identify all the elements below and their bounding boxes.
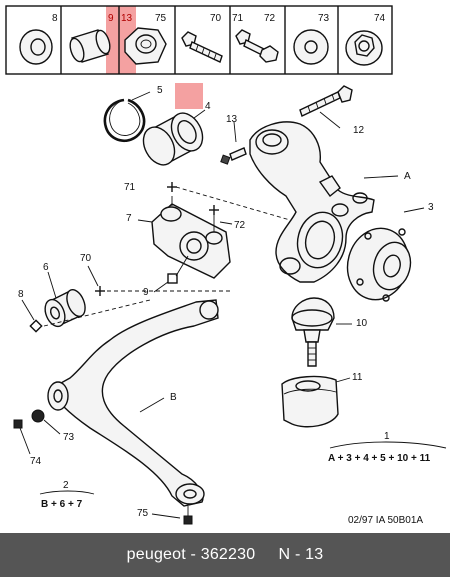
header-label-71: 71 [232,13,244,24]
hub-part-3 [346,207,425,302]
header-label-8: 8 [52,13,58,24]
header-label-72: 72 [264,13,276,24]
flat-washer-icon [293,29,329,65]
callout-2: 2 [63,480,69,491]
callout-71: 71 [124,182,136,193]
flange-bolt-icon [181,31,223,63]
header-label-75: 75 [155,13,167,24]
assembly-bracket-1 [329,441,447,449]
ball-joint-part-10 [291,297,352,367]
assembly-bracket-2 [39,490,95,495]
callout-1: 1 [384,431,390,442]
callout-72: 72 [234,220,246,231]
callout-12: 12 [353,125,365,136]
callout-11: 11 [352,372,363,383]
callout-6: 6 [43,262,49,273]
callout-8: 8 [18,289,24,300]
cross-marker-70 [87,265,105,296]
header-label-13: 13 [121,13,133,24]
bolt-part-12 [299,85,353,129]
assembly-formula-2: B + 6 + 7 [41,499,83,510]
hex-nut-icon [124,27,167,65]
nut-marker-74 [13,419,31,455]
callout-3: 3 [428,202,434,213]
wishbone-part-B [47,299,219,507]
callout-75: 75 [137,508,149,519]
header-table [5,5,393,75]
callout-74: 74 [30,456,42,467]
footer-bar: peugeot - 362230 N - 13 [0,533,450,577]
highlight-part-4 [175,83,203,109]
washer-marker-73 [31,409,61,435]
callout-9: 9 [143,287,149,298]
lock-nut-icon [345,30,383,66]
callout-73: 73 [63,432,75,443]
dashed-guides [43,186,291,327]
assembly-formula-1: A + 3 + 4 + 5 + 10 + 11 [328,453,431,464]
cross-marker-72 [209,205,219,215]
callout-4: 4 [205,101,211,112]
square-marker-9 [153,255,189,293]
footer-brand: peugeot [126,546,186,563]
boot-part-11 [281,375,351,428]
callout-10: 10 [356,318,368,329]
steering-knuckle-part-A [249,121,399,283]
bolt-nut-icon [235,29,279,63]
bushing-part-6 [44,271,86,328]
cross-marker-71 [167,182,177,192]
washer-bushing-icon [19,29,53,65]
callout-5: 5 [157,85,163,96]
footer-part-number: 362230 [200,546,256,563]
callout-13: 13 [226,114,238,125]
drawing-reference: 02/97 IA 50B01A [348,515,424,526]
bolt-part-13 [220,121,247,165]
callout-70: 70 [80,253,92,264]
header-label-73: 73 [318,13,330,24]
circlip-part-5 [103,91,151,143]
footer-separator-1: - [185,546,201,563]
bearing-part-4 [142,109,206,166]
callout-A: A [404,171,411,182]
callout-7: 7 [126,213,132,224]
header-label-70: 70 [210,13,222,24]
callout-B: B [170,392,177,403]
bracket-part-7 [137,196,233,279]
header-label-9: 9 [108,13,114,24]
diamond-marker-8 [21,299,43,333]
footer-separator-2: N - [255,546,306,563]
header-label-74: 74 [374,13,386,24]
nut-marker-75 [151,506,193,525]
footer-position: 13 [305,546,324,563]
cylinder-bushing-icon [69,29,111,63]
